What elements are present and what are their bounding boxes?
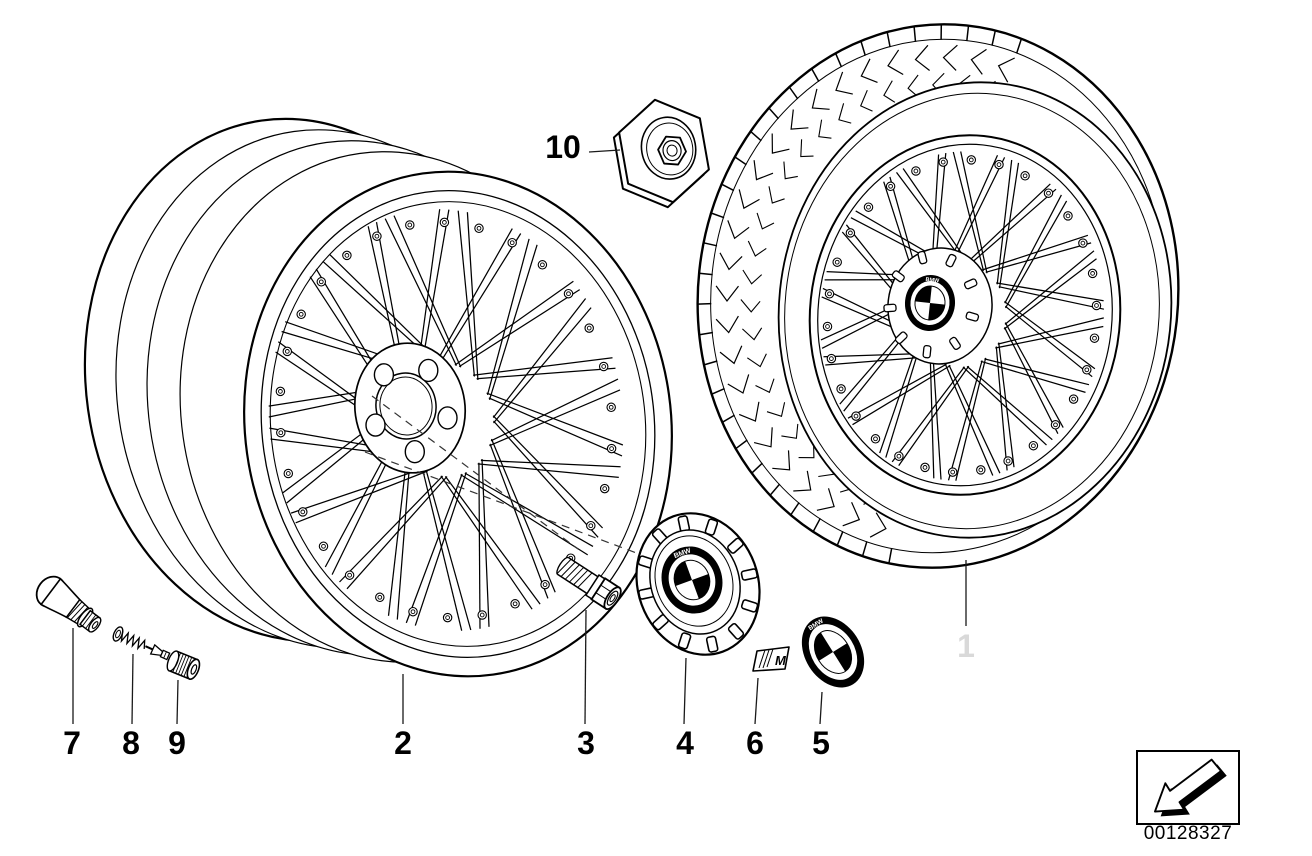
wheel-centre-roundel: BMW <box>904 275 956 331</box>
doc-arrow-box[interactable] <box>1136 750 1240 825</box>
m-badge-text: M <box>775 653 787 668</box>
callout-3[interactable]: 3 <box>577 725 595 761</box>
m-badge-drawing: M <box>752 646 790 672</box>
tyre-valve-drawing <box>35 575 102 633</box>
assembly-dashed-lines <box>364 395 651 559</box>
page-corner-arrow-icon <box>1154 758 1227 816</box>
wheel-bolt-drawing <box>556 556 622 610</box>
callout-9[interactable]: 9 <box>168 725 186 761</box>
bmw-emblem-drawing: BMW <box>801 616 865 688</box>
callout-4[interactable]: 4 <box>676 725 694 761</box>
callout-1[interactable]: 1 <box>957 628 975 664</box>
valve-cap-drawing <box>166 650 201 681</box>
doc-number: 00128327 <box>1143 823 1233 844</box>
callout-7[interactable]: 7 <box>63 725 81 761</box>
callout-6[interactable]: 6 <box>746 725 764 761</box>
hub-cap-roundel: BMW <box>661 546 723 614</box>
hub-cap-drawing: BMW <box>635 512 761 656</box>
wheel-with-tyre-drawing: BMW <box>696 23 1180 569</box>
callout-leader-lines <box>72 149 967 725</box>
roundel-text: BMW <box>925 277 940 284</box>
callout-10[interactable]: 10 <box>545 129 581 165</box>
callout-2[interactable]: 2 <box>394 725 412 761</box>
wheel-lock-adapter-drawing <box>612 98 710 209</box>
callout-5[interactable]: 5 <box>812 725 830 761</box>
callout-8[interactable]: 8 <box>122 725 140 761</box>
valve-insert-drawing <box>112 626 171 661</box>
alloy-rim-drawing <box>83 117 673 678</box>
